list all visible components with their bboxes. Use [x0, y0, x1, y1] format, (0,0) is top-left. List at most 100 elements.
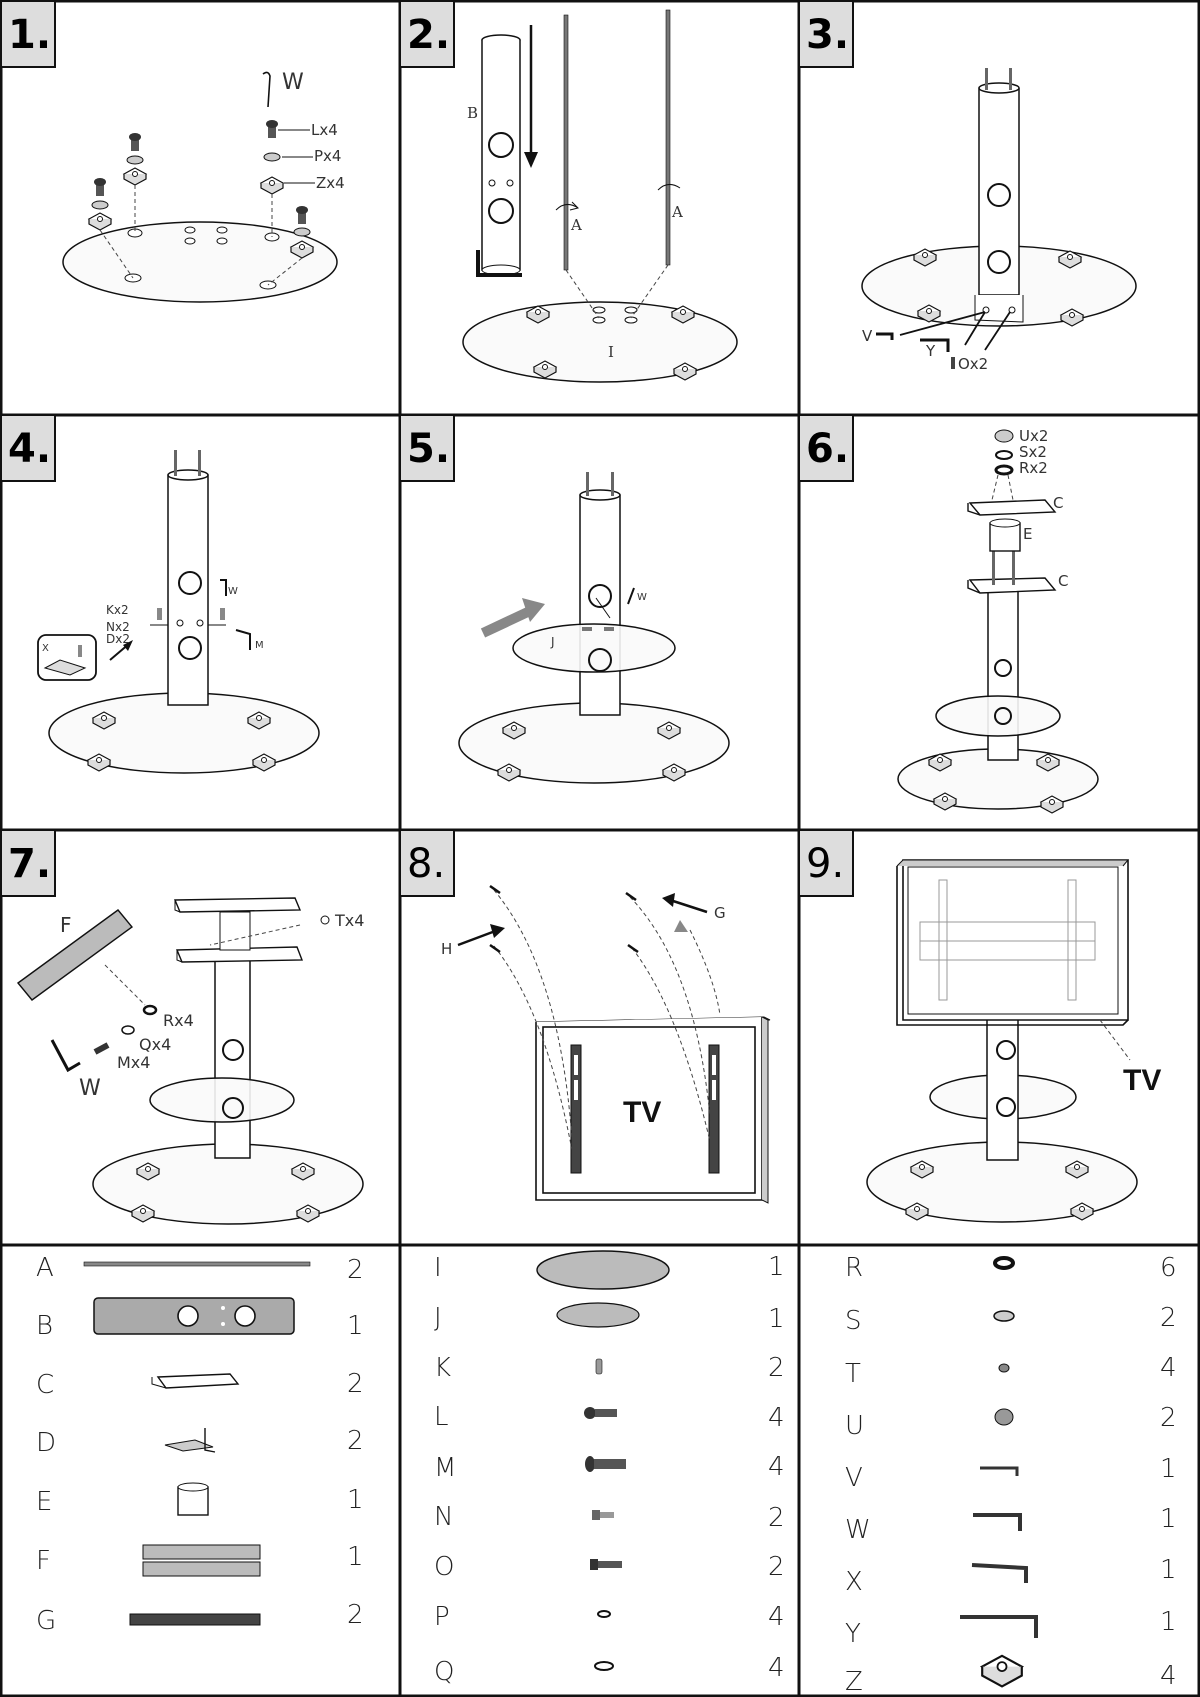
- inset-detail: [37, 634, 97, 681]
- svg-text:2: 2: [1160, 1303, 1177, 1333]
- allen-key-y-icon: [920, 338, 950, 352]
- step-8-illustration: TV H G: [441, 884, 771, 1204]
- svg-text:Y: Y: [845, 1619, 861, 1649]
- step-9-illustration: TV: [867, 859, 1161, 1222]
- spacer-cylinder-icon: [177, 1482, 209, 1516]
- svg-text:C: C: [1053, 494, 1063, 512]
- tv-rail-g: [570, 1044, 720, 1174]
- svg-text:Y: Y: [925, 342, 936, 360]
- svg-text:L: L: [434, 1402, 449, 1432]
- svg-text:2: 2: [768, 1353, 785, 1383]
- svg-text:Q: Q: [434, 1657, 454, 1687]
- svg-text:P: P: [434, 1602, 450, 1632]
- screw-stack: [91, 120, 311, 237]
- svg-text:1: 1: [347, 1311, 364, 1341]
- svg-text:Zx4: Zx4: [316, 174, 345, 192]
- svg-text:Rx4: Rx4: [163, 1011, 194, 1030]
- svg-text:Mx4: Mx4: [117, 1053, 150, 1072]
- grub-screw-icon: [595, 1358, 603, 1375]
- svg-text:A: A: [570, 216, 582, 234]
- threaded-rod-icon: [83, 1261, 311, 1267]
- svg-text:Nx2: Nx2: [106, 620, 130, 634]
- svg-text:Ux2: Ux2: [1019, 427, 1048, 445]
- svg-text:2: 2: [768, 1503, 785, 1533]
- svg-text:Rx2: Rx2: [1019, 459, 1048, 477]
- svg-text:F: F: [36, 1546, 51, 1576]
- step-4-illustration: Kx2 Nx2 Dx2 W M X: [37, 450, 319, 773]
- step-7-illustration: F Tx4 Rx4 Qx4 Mx4 W: [16, 897, 364, 1224]
- svg-text:T: T: [845, 1359, 861, 1389]
- svg-text:6: 6: [1160, 1253, 1177, 1283]
- svg-text:J: J: [434, 1303, 442, 1333]
- svg-text:4: 4: [768, 1602, 785, 1632]
- svg-text:W: W: [228, 586, 238, 597]
- pole-tube-icon: [93, 1297, 295, 1335]
- step-6-illustration: Ux2 Sx2 Rx2 C E C: [897, 427, 1099, 814]
- screw-icon: [584, 1407, 617, 1419]
- svg-text:2: 2: [1160, 1403, 1177, 1433]
- bracket-c: [968, 499, 1057, 516]
- svg-text:Qx4: Qx4: [139, 1035, 171, 1054]
- svg-text:W: W: [282, 70, 304, 95]
- svg-text:M: M: [255, 640, 264, 651]
- glass-clamp-pad: [123, 167, 147, 186]
- svg-text:S: S: [845, 1306, 862, 1336]
- svg-text:A: A: [671, 203, 683, 221]
- svg-text:1: 1: [347, 1542, 364, 1572]
- svg-text:E: E: [1023, 525, 1032, 543]
- washer-icon: [993, 1310, 1015, 1322]
- svg-text:TV: TV: [623, 1096, 661, 1129]
- svg-text:TV: TV: [1123, 1064, 1161, 1097]
- bracket-plate-icon: [151, 1373, 240, 1389]
- svg-text:2.: 2.: [407, 12, 450, 58]
- svg-text:1: 1: [768, 1304, 785, 1334]
- svg-text:F: F: [60, 913, 72, 937]
- svg-text:1: 1: [1160, 1454, 1177, 1484]
- glass-clamp-pad: [88, 212, 112, 231]
- svg-text:7.: 7.: [8, 841, 51, 887]
- allen-key-w-icon: [262, 71, 271, 108]
- svg-text:Px4: Px4: [314, 147, 341, 165]
- step-2-badge: 2.: [399, 0, 455, 68]
- bolt-icon: [585, 1456, 626, 1472]
- cap-nut-icon: [994, 1408, 1014, 1426]
- shelf-glass-j: [512, 623, 676, 673]
- glass-clamp-pad: [260, 176, 284, 195]
- svg-text:I: I: [434, 1253, 442, 1283]
- allen-key-w-icon: [50, 1039, 81, 1073]
- svg-text:V: V: [845, 1463, 863, 1493]
- svg-text:4: 4: [1160, 1661, 1177, 1691]
- step-6-badge: 6.: [798, 414, 854, 482]
- svg-text:A: A: [36, 1253, 54, 1283]
- svg-text:W: W: [79, 1076, 101, 1101]
- svg-text:G: G: [714, 904, 726, 922]
- step-7-badge: 7.: [0, 829, 56, 897]
- step-3-badge: 3.: [798, 0, 854, 68]
- svg-text:3.: 3.: [806, 12, 849, 58]
- svg-text:X: X: [845, 1567, 863, 1597]
- hex-bolt-icon: [590, 1559, 622, 1570]
- svg-text:K: K: [434, 1353, 451, 1383]
- glass-clamp-pad-icon: [981, 1654, 1023, 1688]
- svg-text:O: O: [434, 1552, 454, 1582]
- screw-g: [625, 891, 639, 954]
- tv-screen: [902, 859, 1129, 1021]
- mounting-plate-icon: [142, 1544, 261, 1577]
- svg-text:H: H: [441, 940, 452, 958]
- svg-text:B: B: [467, 104, 478, 122]
- svg-text:5.: 5.: [407, 426, 450, 472]
- step-9-badge: 9.: [798, 829, 854, 897]
